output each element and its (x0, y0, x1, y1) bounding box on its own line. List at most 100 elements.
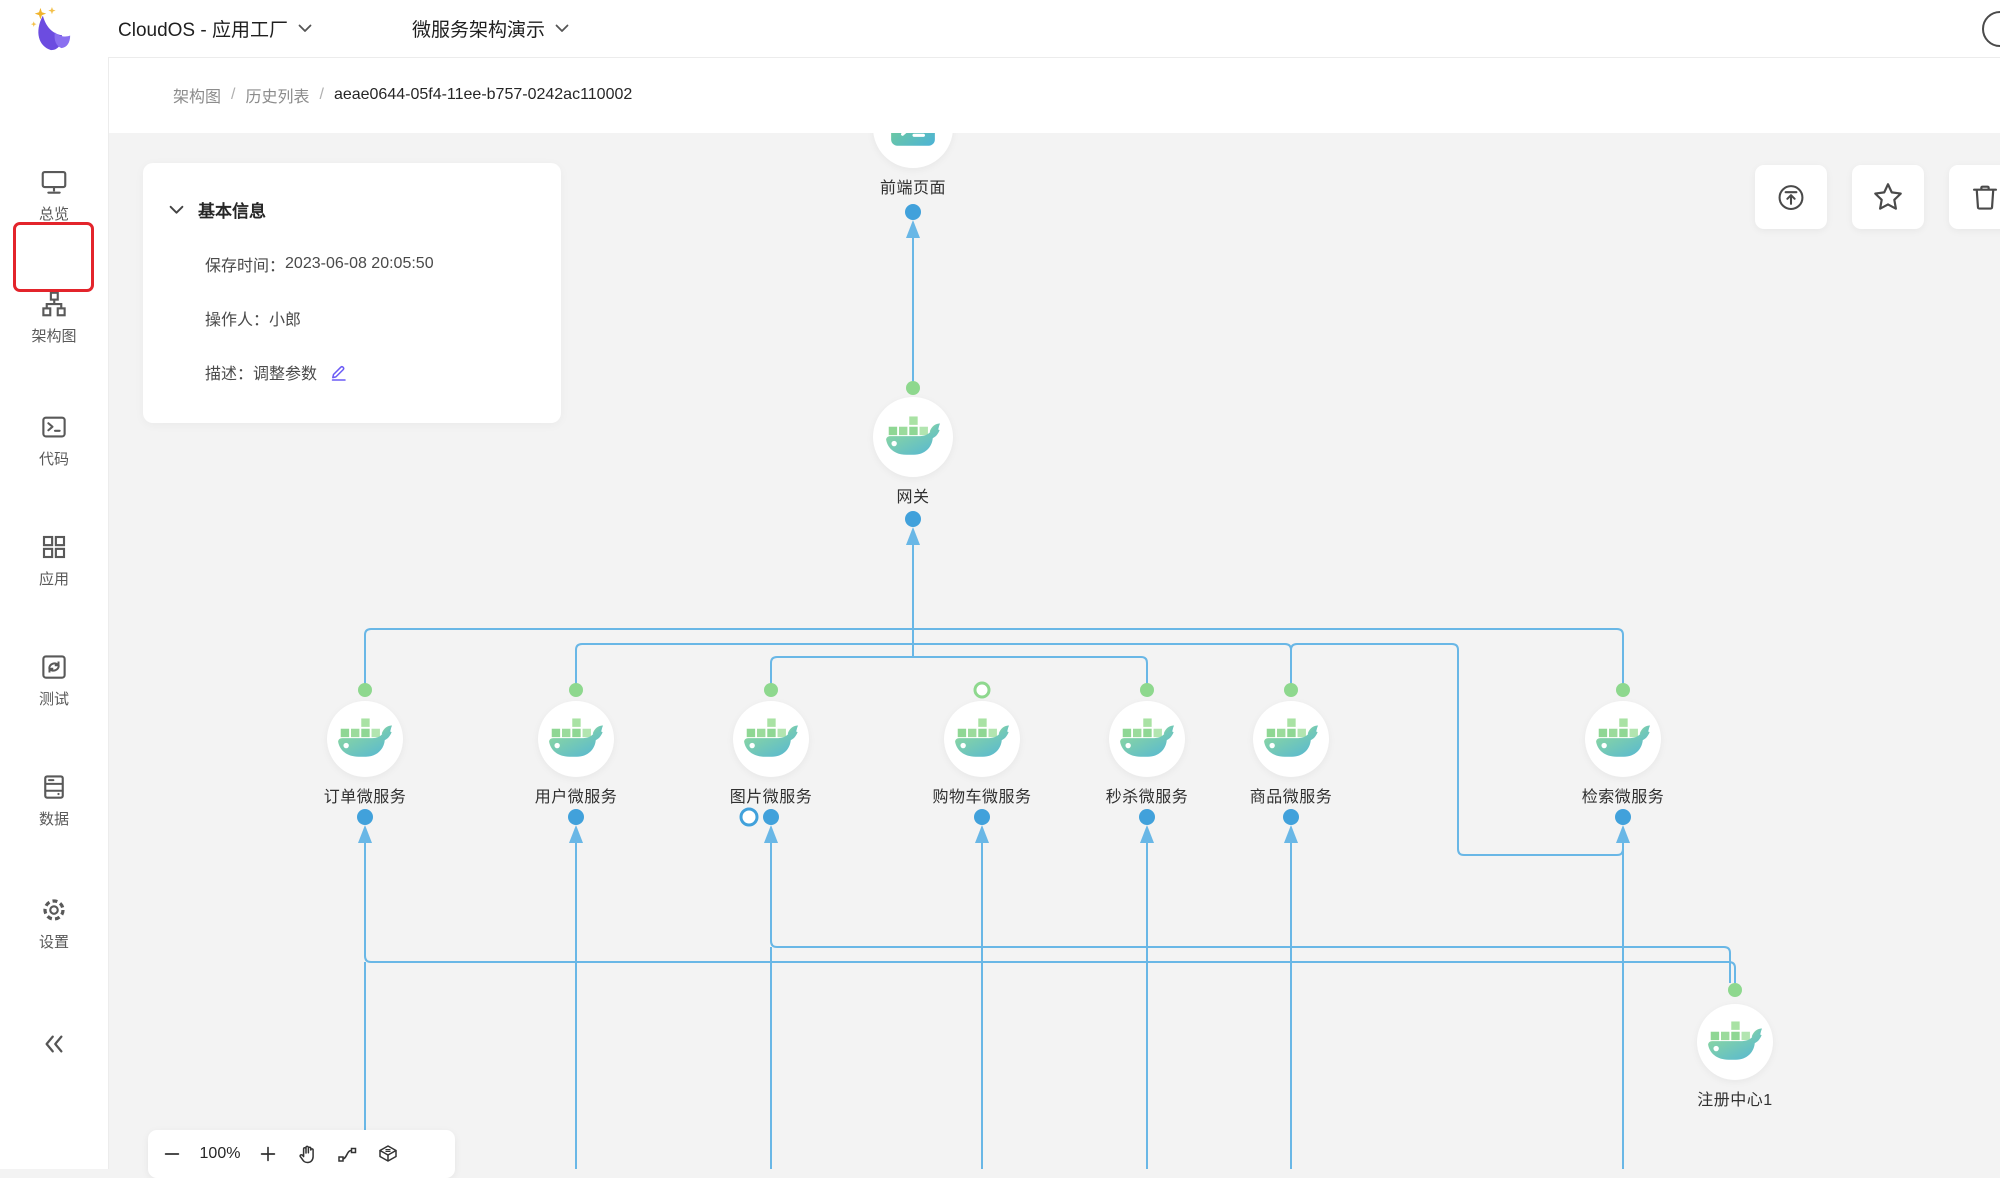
info-label: 描述： (205, 366, 254, 383)
breadcrumb-link-architecture[interactable]: 架构图 (173, 89, 222, 106)
node-label: 商品微服务 (1249, 789, 1333, 806)
sidebar-item-label: 应用 (38, 571, 69, 588)
sidebar-item-label: 数据 (38, 811, 69, 828)
chevron-down-icon (555, 24, 569, 32)
sidebar-collapse-button[interactable] (0, 1029, 108, 1064)
info-row-description: 描述： 调整参数 (205, 360, 561, 384)
delete-button[interactable] (1949, 165, 2000, 229)
node-label: 前端页面 (879, 180, 946, 197)
port-blue-search[interactable] (1615, 809, 1631, 825)
brand-logo-icon[interactable] (28, 6, 74, 52)
port-blue-hollow-image[interactable] (739, 807, 759, 827)
breadcrumb-current-id: aeae0644-05f4-11ee-b757-0242ac110002 (333, 86, 633, 103)
node-circle[interactable] (1109, 701, 1185, 777)
port-blue-user[interactable] (568, 809, 584, 825)
node-circle[interactable] (1585, 701, 1661, 777)
port-blue-gateway[interactable] (905, 511, 921, 527)
info-row-operator: 操作人： 小郎 (205, 306, 561, 330)
breadcrumb-link-history[interactable]: 历史列表 (245, 89, 310, 106)
collapse-double-chevron-icon (45, 1035, 63, 1053)
sidebar-item-label: 代码 (38, 451, 69, 468)
sidebar-item-data[interactable]: 数据 (0, 772, 108, 829)
product-switcher[interactable]: CloudOS - 应用工厂 (118, 15, 312, 42)
basic-info-header[interactable]: 基本信息 (169, 197, 561, 222)
node-label: 网关 (896, 489, 930, 506)
docker-whale-icon (1264, 718, 1319, 757)
port-green-user[interactable] (569, 683, 583, 697)
architecture-icon (42, 291, 66, 317)
port-green-product[interactable] (1284, 683, 1298, 697)
sidebar-item-label: 总览 (38, 206, 69, 223)
product-title: CloudOS - 应用工厂 (118, 20, 288, 41)
docker-whale-icon (1708, 1021, 1763, 1060)
node-label: 注册中心1 (1697, 1092, 1773, 1109)
edge-gateway-to-frontend (906, 220, 920, 385)
port-blue-frontend[interactable] (905, 204, 921, 220)
connector-tool-button[interactable] (328, 1135, 368, 1173)
node-circle[interactable] (733, 701, 809, 777)
node-circle[interactable] (873, 397, 953, 477)
docker-whale-icon (1120, 718, 1175, 757)
port-green-search[interactable] (1616, 683, 1630, 697)
node-circle[interactable] (1253, 701, 1329, 777)
port-blue-cart[interactable] (974, 809, 990, 825)
docker-whale-icon (338, 718, 393, 757)
star-icon (1874, 183, 1902, 210)
apps-icon (42, 535, 66, 559)
upload-circle-icon (1778, 185, 1804, 211)
docker-whale-icon (744, 718, 799, 757)
info-value: 调整参数 (253, 366, 318, 383)
layers-tool-button[interactable] (368, 1135, 408, 1173)
upload-button[interactable] (1755, 165, 1827, 229)
info-label: 保存时间： (205, 258, 286, 275)
breadcrumb: 架构图 / 历史列表 / aeae0644-05f4-11ee-b757-024… (173, 83, 632, 107)
info-label: 操作人： (205, 312, 270, 329)
node-label: 检索微服务 (1581, 789, 1665, 806)
port-blue-image[interactable] (763, 809, 779, 825)
sidebar-item-settings[interactable]: 设置 (0, 895, 108, 952)
layers-box-icon (379, 1145, 397, 1162)
port-green-seckill[interactable] (1140, 683, 1154, 697)
sidebar-item-label: 测试 (38, 691, 69, 708)
minus-icon (164, 1153, 180, 1155)
sidebar-item-overview[interactable]: 总览 (0, 167, 108, 224)
port-green-hollow-cart[interactable] (973, 681, 991, 699)
docker-whale-icon (549, 718, 604, 757)
code-icon (42, 416, 66, 438)
node-label: 用户微服务 (534, 789, 618, 806)
breadcrumb-separator: / (319, 86, 324, 103)
docker-whale-icon (886, 416, 941, 455)
port-green-order[interactable] (358, 683, 372, 697)
sidebar-item-architecture[interactable]: 架构图 (0, 289, 108, 346)
sidebar-item-test[interactable]: 测试 (0, 652, 108, 709)
breadcrumb-separator: / (231, 86, 236, 103)
node-label: 购物车微服务 (932, 789, 1032, 806)
edges-services-to-gateway (364, 527, 1624, 690)
edge-product-to-search (1290, 643, 1624, 856)
project-switcher[interactable]: 微服务架构演示 (412, 15, 569, 42)
port-green-gateway[interactable] (906, 381, 920, 395)
edit-pencil-icon[interactable] (329, 362, 349, 382)
port-blue-product[interactable] (1283, 809, 1299, 825)
node-circle[interactable] (538, 701, 614, 777)
node-circle[interactable] (327, 701, 403, 777)
zoom-out-button[interactable] (152, 1135, 192, 1173)
monitor-icon (41, 170, 67, 194)
sidebar-item-label: 架构图 (31, 328, 77, 345)
trash-icon (1972, 185, 1998, 210)
favorite-button[interactable] (1852, 165, 1924, 229)
port-green-image[interactable] (764, 683, 778, 697)
port-blue-order[interactable] (357, 809, 373, 825)
pan-tool-button[interactable] (288, 1135, 328, 1173)
basic-info-title: 基本信息 (198, 202, 266, 221)
port-green-registry[interactable] (1728, 983, 1742, 997)
node-circle[interactable] (1697, 1004, 1773, 1080)
project-title: 微服务架构演示 (411, 20, 545, 41)
canvas-zoom-toolbar: 100% (148, 1130, 455, 1178)
sidebar-item-apps[interactable]: 应用 (0, 532, 108, 589)
port-blue-seckill[interactable] (1139, 809, 1155, 825)
node-circle[interactable] (944, 701, 1020, 777)
sidebar-item-code[interactable]: 代码 (0, 412, 108, 469)
zoom-in-button[interactable] (248, 1135, 288, 1173)
